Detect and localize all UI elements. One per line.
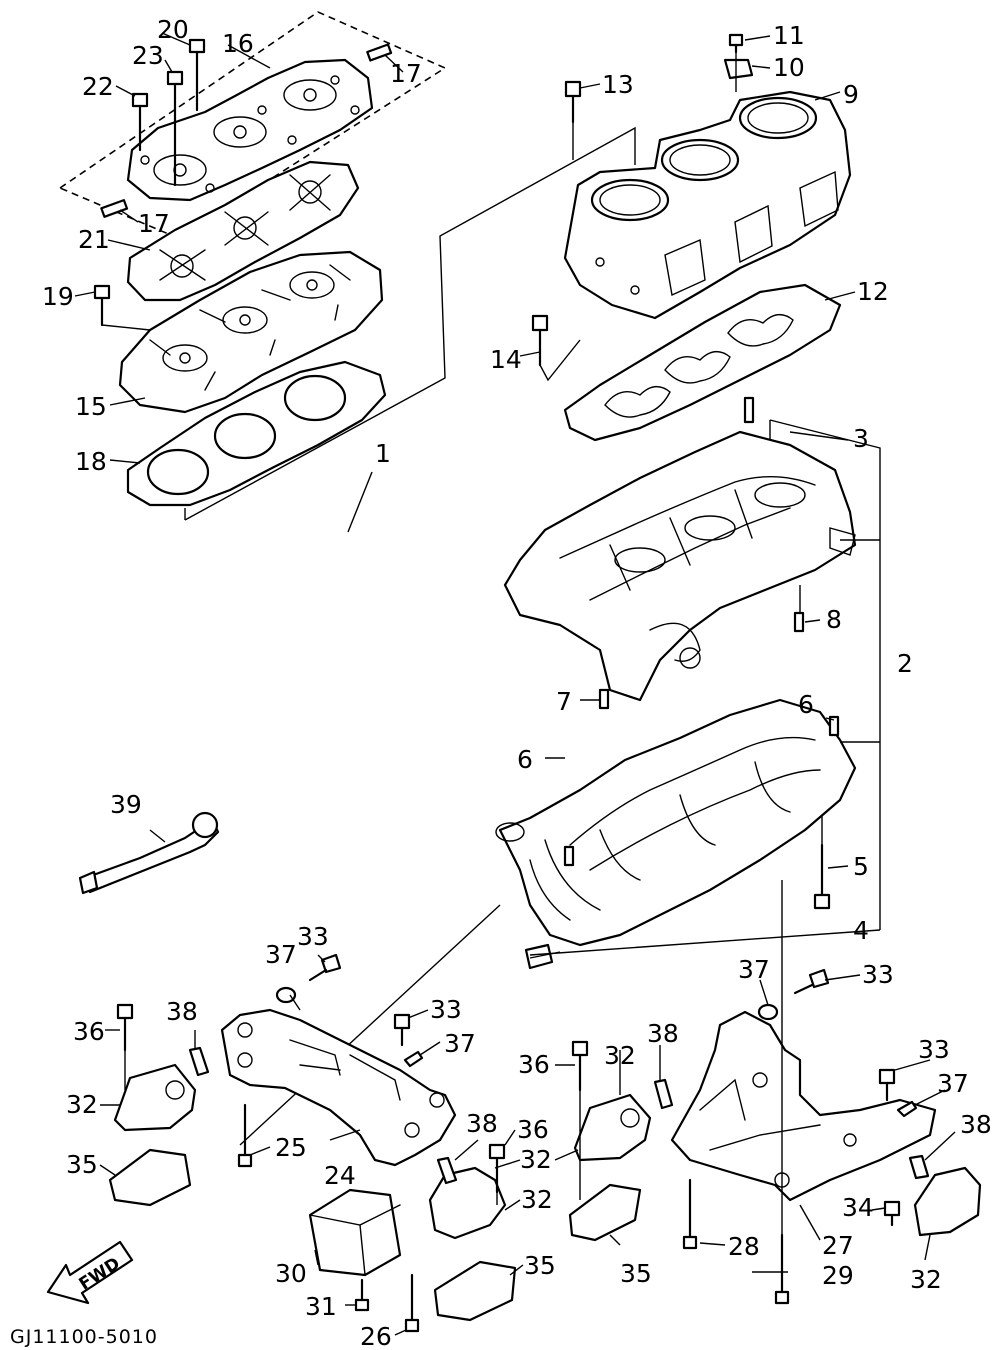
crankcase-upper — [503, 430, 857, 702]
callout-35: 35 — [66, 1150, 98, 1179]
callout-16: 16 — [222, 29, 254, 58]
callout-22: 22 — [82, 72, 114, 101]
callout-11: 11 — [773, 21, 805, 50]
cylinder-head — [118, 250, 384, 414]
callout-13: 13 — [602, 70, 634, 99]
callout-34: 34 — [842, 1193, 874, 1222]
callout-31: 31 — [305, 1292, 337, 1321]
callout-24: 24 — [324, 1161, 356, 1190]
callout-33: 33 — [297, 922, 329, 951]
callout-23: 23 — [132, 41, 164, 70]
engine-mount-bracket-rear — [670, 1010, 937, 1202]
crankcase-lower — [495, 698, 857, 947]
forward-direction-arrow: FWD — [46, 1240, 134, 1305]
leader-1 — [347, 471, 373, 533]
callout-32: 32 — [521, 1185, 553, 1214]
callout-37: 37 — [738, 955, 770, 984]
callout-32: 32 — [910, 1265, 942, 1294]
callout-38: 38 — [960, 1110, 992, 1139]
callout-14: 14 — [490, 345, 522, 374]
callout-4: 4 — [853, 916, 869, 945]
cylinder-base-gasket — [563, 283, 842, 442]
callout-36: 36 — [517, 1115, 549, 1144]
callout-6: 6 — [798, 690, 814, 719]
engine-mount-bracket-front — [220, 1008, 457, 1167]
cylinder-head-cover-assembly — [58, 11, 447, 239]
cylinder-head-gasket — [126, 360, 387, 507]
callout-32: 32 — [604, 1041, 636, 1070]
callout-6: 6 — [517, 745, 533, 774]
callout-30: 30 — [275, 1259, 307, 1288]
callout-38: 38 — [647, 1019, 679, 1048]
callout-35: 35 — [524, 1251, 556, 1280]
assembly-bracket-1 — [184, 126, 636, 521]
crankcase-dowels-bolts — [524, 396, 881, 970]
callout-37: 37 — [265, 940, 297, 969]
drive-shaft — [78, 811, 220, 895]
callout-3: 3 — [853, 424, 869, 453]
callout-8: 8 — [826, 605, 842, 634]
callout-33: 33 — [862, 960, 894, 989]
callout-33: 33 — [918, 1035, 950, 1064]
callout-12: 12 — [857, 277, 889, 306]
callout-15: 15 — [75, 392, 107, 421]
callout-19: 19 — [42, 282, 74, 311]
callout-35: 35 — [620, 1259, 652, 1288]
engine-stopper — [308, 1188, 402, 1277]
callout-17: 17 — [390, 59, 422, 88]
crankcase-bracket — [769, 419, 881, 930]
cylinder-block — [563, 90, 852, 320]
callout-32: 32 — [520, 1145, 552, 1174]
callout-38: 38 — [466, 1109, 498, 1138]
callout-39: 39 — [110, 790, 142, 819]
callout-5: 5 — [853, 852, 869, 881]
mount-bolts — [116, 953, 901, 1333]
callout-25: 25 — [275, 1133, 307, 1162]
callout-38: 38 — [166, 997, 198, 1026]
callout-18: 18 — [75, 447, 107, 476]
mount-base-plates — [108, 1148, 642, 1322]
callout-32: 32 — [66, 1090, 98, 1119]
callout-labels: 1 2 3 4 5 6 6 7 8 9 10 11 12 13 14 15 16… — [10, 15, 992, 1350]
callout-36: 36 — [518, 1050, 550, 1079]
cylinder-block-fasteners — [531, 33, 754, 382]
callout-1: 1 — [375, 439, 391, 468]
callout-27: 27 — [822, 1231, 854, 1260]
callout-37: 37 — [937, 1069, 969, 1098]
callout-20: 20 — [157, 15, 189, 44]
callout-28: 28 — [728, 1232, 760, 1261]
callout-37: 37 — [444, 1029, 476, 1058]
drawing-code: GJ11100-5010 — [10, 1326, 158, 1348]
callout-33: 33 — [430, 995, 462, 1024]
callout-leaders — [74, 32, 956, 1336]
callout-2: 2 — [897, 649, 913, 678]
callout-26: 26 — [360, 1322, 392, 1350]
callout-17: 17 — [138, 209, 170, 238]
callout-7: 7 — [556, 687, 572, 716]
callout-36: 36 — [73, 1017, 105, 1046]
callout-21: 21 — [78, 225, 110, 254]
head-cover-bolts — [93, 38, 206, 327]
callout-29: 29 — [822, 1261, 854, 1290]
callout-9: 9 — [843, 80, 859, 109]
head-cover-gasket — [126, 160, 360, 302]
callout-10: 10 — [773, 53, 805, 82]
rubber-engine-mounts — [113, 1063, 982, 1240]
